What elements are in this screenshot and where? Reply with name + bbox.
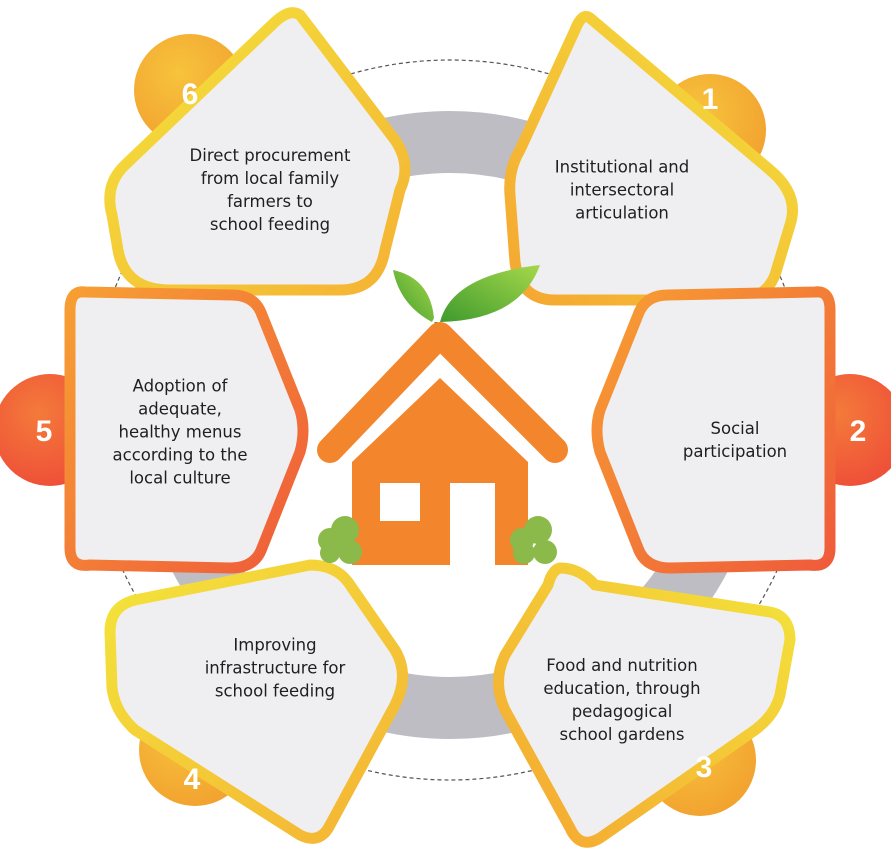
step-1-label: Institutional and intersectoral articula… bbox=[554, 157, 690, 223]
step-6-label: Direct procurement from local family far… bbox=[189, 146, 351, 234]
step-1-panel bbox=[504, 11, 798, 306]
step-5-panel bbox=[64, 286, 309, 574]
step-3-label: Food and nutrition education, through pe… bbox=[543, 656, 701, 744]
step-6-panel bbox=[104, 7, 411, 296]
step-2-label: Social participation bbox=[682, 419, 788, 461]
step-4-number: 4 bbox=[183, 763, 201, 796]
step-3-number: 3 bbox=[695, 751, 713, 784]
step-6-number: 6 bbox=[181, 78, 199, 111]
step-4-panel bbox=[104, 559, 408, 844]
bush-left bbox=[318, 516, 362, 564]
bush-right bbox=[510, 516, 557, 564]
house-with-leaves-icon bbox=[317, 265, 568, 565]
step-2-panel bbox=[591, 286, 836, 574]
step-5-label: Adoption of adequate, healthy menus acco… bbox=[112, 376, 248, 488]
step-1-number: 1 bbox=[701, 83, 719, 116]
step-4-label: Improving infrastructure for school feed… bbox=[204, 635, 346, 701]
step-5-number: 5 bbox=[35, 415, 53, 448]
step-3-panel bbox=[493, 562, 796, 848]
step-2-number: 2 bbox=[849, 415, 867, 448]
